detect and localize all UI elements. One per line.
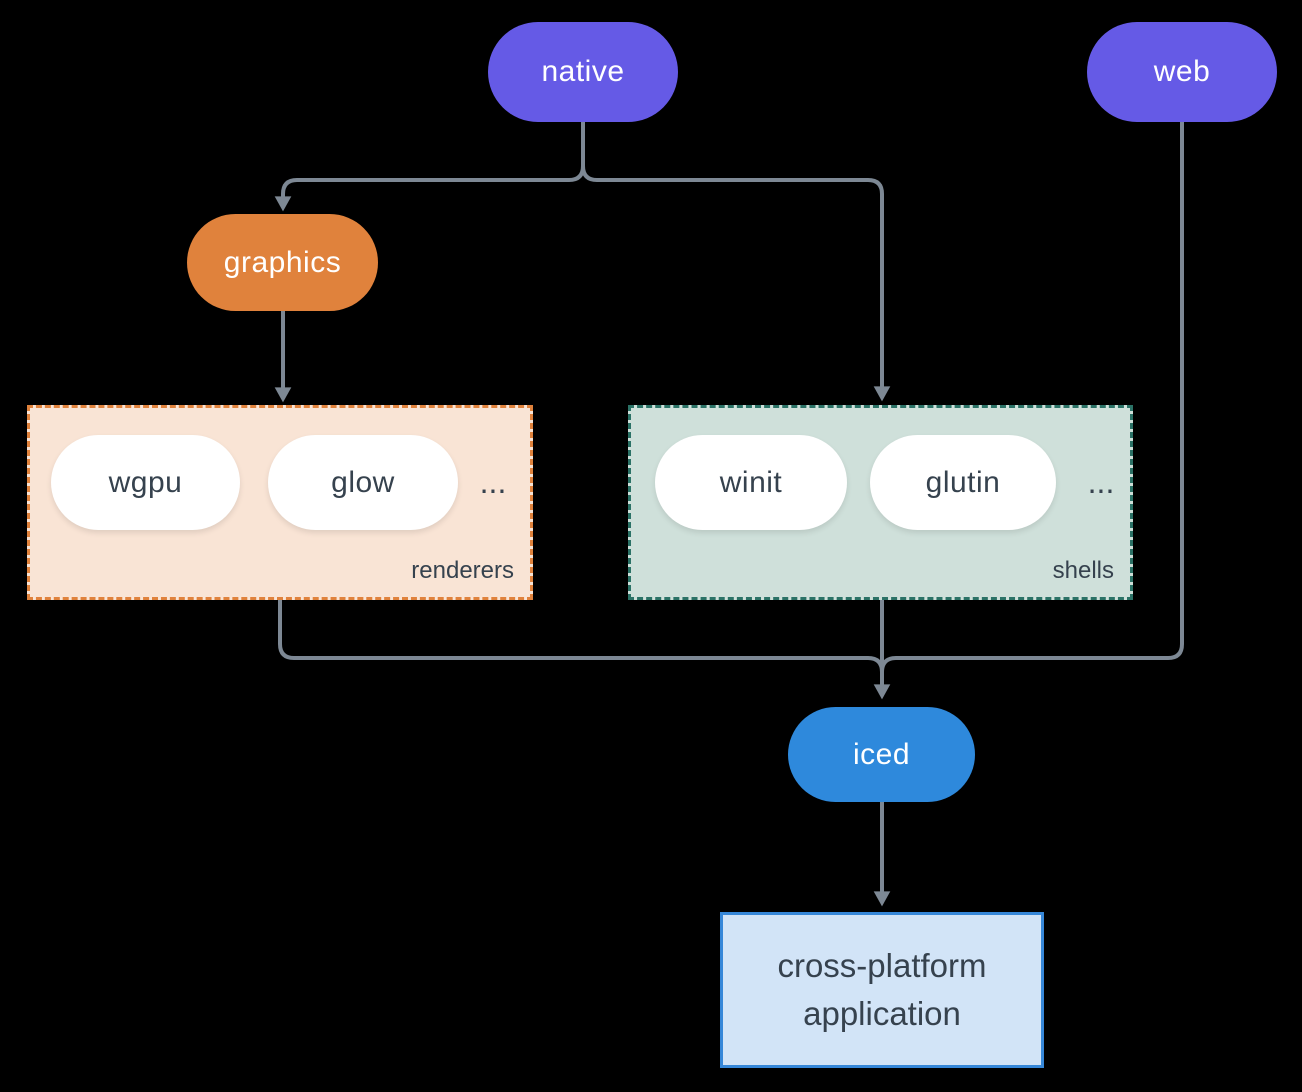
node-native-label: native <box>541 55 625 88</box>
pill-glow: glow <box>268 435 458 530</box>
renderers-group-label: renderers <box>411 557 514 584</box>
node-graphics: graphics <box>187 214 378 311</box>
pill-wgpu-label: wgpu <box>108 465 183 499</box>
shells-group-label: shells <box>1052 557 1114 584</box>
pill-winit-label: winit <box>719 465 783 499</box>
connector-native-to-graphics <box>274 122 585 212</box>
node-graphics-label: graphics <box>223 245 342 279</box>
renderers-ellipsis: ... <box>479 464 507 500</box>
group-shells: winit glutin ... shells <box>628 405 1133 600</box>
pill-glutin-label: glutin <box>925 465 1001 499</box>
app-label-line2: application <box>803 995 961 1032</box>
node-iced-label: iced <box>852 737 911 771</box>
pill-glow-label: glow <box>331 465 395 499</box>
group-renderers: wgpu glow ... renderers <box>27 405 533 600</box>
pill-winit: winit <box>655 435 847 530</box>
pill-glutin: glutin <box>870 435 1056 530</box>
node-cross-platform-application: cross-platform application <box>720 912 1044 1068</box>
node-web: web <box>1087 22 1277 122</box>
shells-ellipsis: ... <box>1087 464 1115 500</box>
connector-native-to-shells <box>581 122 891 402</box>
connector-renderers-to-iced <box>278 599 884 673</box>
app-label-line1: cross-platform <box>777 947 987 985</box>
pill-wgpu: wgpu <box>51 435 240 530</box>
node-web-label: web <box>1153 55 1211 88</box>
node-iced: iced <box>788 707 975 802</box>
node-native: native <box>488 22 678 122</box>
